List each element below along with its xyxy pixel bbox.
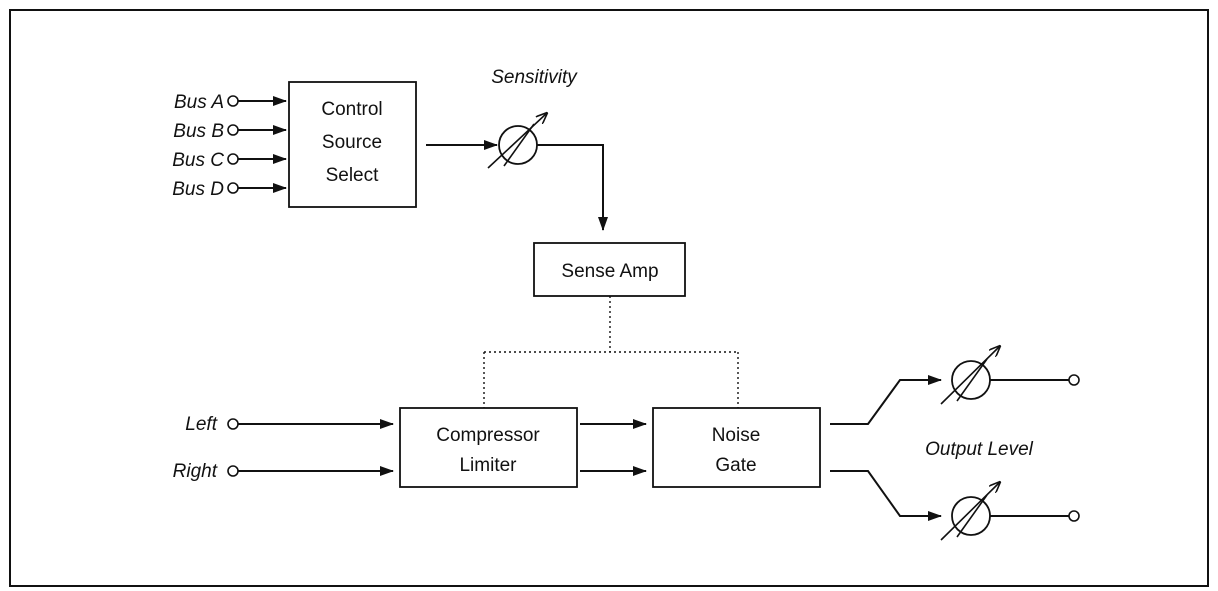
diagram-border	[9, 9, 1209, 587]
left-input: Left	[185, 414, 394, 435]
bus-a-label: Bus A	[174, 92, 224, 113]
bus-c-port	[227, 153, 239, 165]
output-level-label: Output Level	[925, 439, 1034, 460]
sense-amp-label: Sense Amp	[561, 261, 658, 282]
bus-b-label: Bus B	[173, 121, 224, 142]
sense-amp-block: Sense Amp	[533, 242, 686, 297]
gate-to-output-bottom-line	[830, 470, 942, 521]
bus-c-input: Bus C	[172, 150, 287, 171]
output-top-port	[1068, 374, 1080, 386]
sidechain-dotted-lines	[483, 296, 739, 408]
control-source-select-line1: Control	[321, 99, 382, 120]
noise-gate-block: Noise Gate	[652, 407, 821, 488]
control-source-select-line2: Source	[322, 132, 382, 153]
right-port	[227, 465, 239, 477]
sensitivity-to-sense-amp-line	[537, 144, 608, 231]
bus-d-port	[227, 182, 239, 194]
sensitivity-label: Sensitivity	[491, 67, 578, 88]
left-port	[227, 418, 239, 430]
output-level-control-top-icon	[940, 346, 1000, 405]
bus-b-port	[227, 124, 239, 136]
noise-gate-line2: Gate	[715, 455, 756, 476]
output-bottom-port	[1068, 510, 1080, 522]
bus-a-input: Bus A	[174, 92, 287, 113]
control-source-select-line3: Select	[326, 165, 380, 186]
sensitivity-control-icon	[487, 113, 547, 169]
left-label: Left	[185, 414, 217, 435]
right-label: Right	[173, 461, 218, 482]
bus-d-label: Bus D	[172, 179, 224, 200]
noise-gate-line1: Noise	[712, 425, 761, 446]
gate-to-output-top-line	[830, 375, 942, 425]
right-input: Right	[173, 461, 394, 482]
bus-d-input: Bus D	[172, 179, 287, 200]
output-level-control-bottom-icon	[940, 482, 1000, 541]
bus-a-port	[227, 95, 239, 107]
compressor-limiter-line2: Limiter	[459, 455, 517, 476]
bus-c-label: Bus C	[172, 150, 224, 171]
bus-b-input: Bus B	[173, 121, 287, 142]
control-source-select-block: Control Source Select	[288, 81, 417, 208]
compressor-limiter-line1: Compressor	[436, 425, 540, 446]
compressor-limiter-block: Compressor Limiter	[399, 407, 578, 488]
